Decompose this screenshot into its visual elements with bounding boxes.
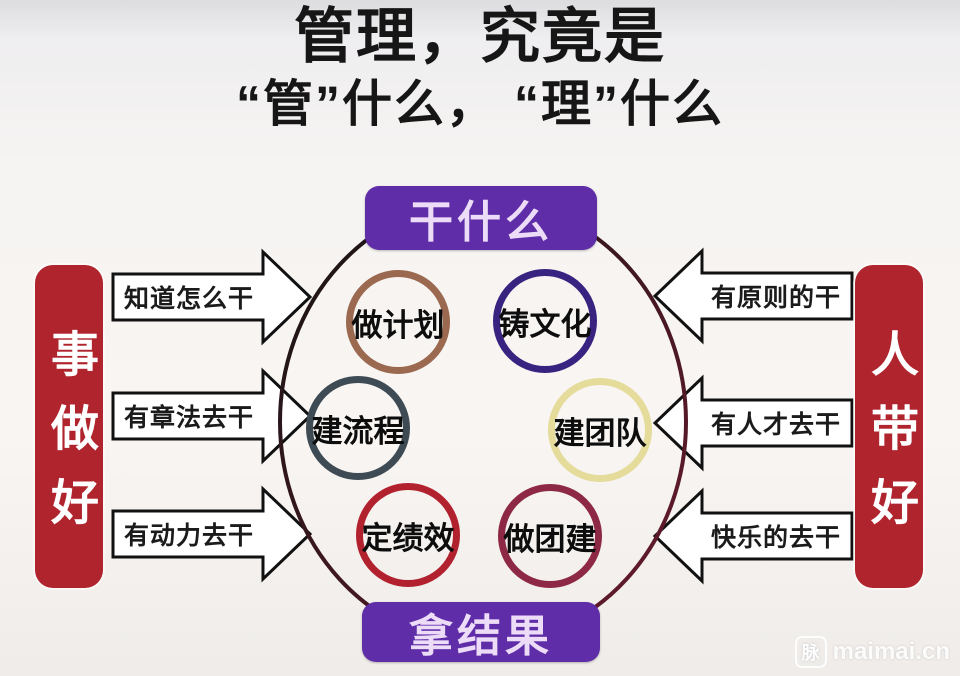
right-arrow-1: [652, 247, 854, 345]
maimai-logo-icon: 脉: [794, 636, 827, 668]
circle-build-process: 建流程: [306, 376, 410, 480]
left-arrow-1: [111, 248, 313, 346]
circle-team-building: 做团建: [498, 484, 602, 588]
circle-set-performance: 定绩效: [356, 483, 460, 587]
left-arrow-1-label: 知道怎么干: [123, 285, 254, 313]
circle-set-performance-label: 定绩效: [361, 520, 455, 556]
left-bar: 事做好: [35, 265, 103, 588]
left-arrow-2: [111, 367, 313, 465]
title-line1: 管理，究竟是: [294, 3, 666, 70]
watermark-text: maimai.cn: [832, 638, 950, 665]
bottom-box: 拿结果: [362, 602, 600, 662]
top-box-label: 干什么: [409, 198, 553, 247]
left-arrow-2-label: 有章法去干: [123, 404, 254, 432]
circle-build-team-label: 建团队: [553, 415, 647, 451]
circle-build-team: 建团队: [548, 378, 652, 482]
right-arrow-1-label: 有原则的干: [710, 284, 841, 312]
watermark: 脉 maimai.cn: [794, 636, 950, 668]
circle-build-culture: 铸文化: [493, 269, 597, 373]
circle-make-plan-label: 做计划: [351, 307, 445, 343]
bottom-box-label: 拿结果: [409, 612, 553, 661]
right-bar: 人带好: [855, 265, 923, 588]
right-arrow-2: [652, 374, 854, 472]
right-arrow-3: [652, 487, 854, 585]
title-line2: “管”什么， “理”什么: [236, 75, 724, 132]
circle-build-process-label: 建流程: [311, 413, 405, 449]
circle-build-culture-label: 铸文化: [498, 306, 592, 342]
right-arrow-2-label: 有人才去干: [710, 411, 841, 439]
left-arrow-3: [111, 485, 313, 583]
top-box: 干什么: [365, 186, 597, 250]
circle-make-plan: 做计划: [346, 270, 450, 374]
left-arrow-3-label: 有动力去干: [123, 522, 254, 550]
page-title: 管理，究竟是 “管”什么， “理”什么: [0, 2, 960, 134]
right-arrow-3-label: 快乐的去干: [710, 524, 841, 552]
circle-team-building-label: 做团建: [503, 521, 597, 557]
